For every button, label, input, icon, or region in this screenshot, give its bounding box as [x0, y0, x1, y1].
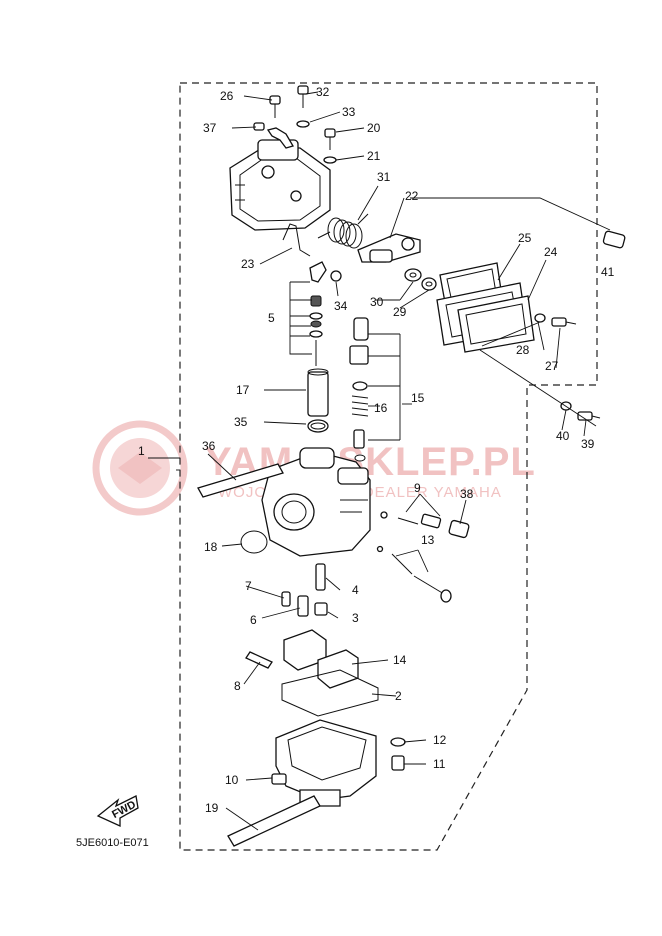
washer-12	[390, 737, 406, 747]
callout-14: 14	[393, 653, 407, 667]
callout-20: 20	[367, 121, 381, 135]
o-ring-18	[240, 530, 268, 554]
piston	[307, 371, 329, 417]
callout-24: 24	[544, 245, 558, 259]
callout-23: 23	[241, 257, 255, 271]
washer-30	[404, 268, 422, 282]
valve-assembly	[349, 317, 369, 462]
link-rod	[282, 223, 311, 257]
callout-28: 28	[516, 343, 530, 357]
cap-41	[602, 230, 626, 249]
jets-lower	[281, 563, 328, 617]
o-ring-35	[307, 419, 329, 433]
assembly-boundary	[179, 82, 598, 851]
drain-screw	[271, 773, 287, 785]
callout-13: 13	[421, 533, 435, 547]
callout-34: 34	[334, 299, 348, 313]
vent-tube	[197, 463, 284, 498]
callout-25: 25	[518, 231, 532, 245]
callout-17: 17	[236, 383, 250, 397]
callout-5: 5	[268, 311, 275, 325]
callout-4: 4	[352, 583, 359, 597]
drain-hose	[227, 795, 321, 847]
callout-7: 7	[245, 579, 252, 593]
callout-26: 26	[220, 89, 234, 103]
callout-27: 27	[545, 359, 559, 373]
screws-top	[253, 85, 342, 282]
callout-3: 3	[352, 611, 359, 625]
callout-8: 8	[234, 679, 241, 693]
pilot-screws	[376, 511, 470, 603]
callout-22: 22	[405, 189, 419, 203]
screws-right	[534, 313, 601, 421]
gaskets	[436, 262, 535, 353]
callout-38: 38	[460, 487, 474, 501]
callout-9: 9	[414, 481, 421, 495]
callout-1: 1	[138, 444, 145, 458]
callout-36: 36	[202, 439, 216, 453]
callout-40: 40	[556, 429, 570, 443]
callout-32: 32	[316, 85, 330, 99]
float-bowl	[275, 719, 377, 807]
callout-29: 29	[393, 305, 407, 319]
throttle-spring	[317, 213, 369, 249]
callout-12: 12	[433, 733, 447, 747]
screw-11	[391, 755, 405, 771]
washer-29	[421, 277, 437, 291]
callout-18: 18	[204, 540, 218, 554]
callout-10: 10	[225, 773, 239, 787]
throttle-lever	[357, 233, 421, 263]
needle-group	[309, 261, 327, 366]
carburetor-body	[261, 447, 371, 557]
callout-15: 15	[411, 391, 425, 405]
callout-11: 11	[433, 757, 446, 771]
drawing-code: 5JE6010-E071	[76, 837, 149, 849]
callout-37: 37	[203, 121, 217, 135]
callout-16: 16	[374, 401, 388, 415]
float	[245, 629, 359, 689]
float-bowl-gasket	[281, 669, 379, 717]
fwd-arrow-icon: FWD	[96, 795, 139, 828]
callout-30: 30	[370, 295, 384, 309]
callout-39: 39	[581, 437, 595, 451]
callout-6: 6	[250, 613, 257, 627]
carburetor-top-cover	[229, 127, 331, 231]
callout-31: 31	[377, 170, 391, 184]
callout-2: 2	[395, 689, 402, 703]
callout-21: 21	[367, 149, 381, 163]
callout-35: 35	[234, 415, 248, 429]
callout-33: 33	[342, 105, 356, 119]
callout-41: 41	[601, 265, 615, 279]
callout-labels: 1 2 3 4 5 6 7 8 9 10 11 12 13 14 15 16 1…	[138, 85, 615, 815]
leader-lines	[148, 91, 611, 831]
fwd-label: FWD	[110, 799, 138, 821]
callout-19: 19	[205, 801, 219, 815]
